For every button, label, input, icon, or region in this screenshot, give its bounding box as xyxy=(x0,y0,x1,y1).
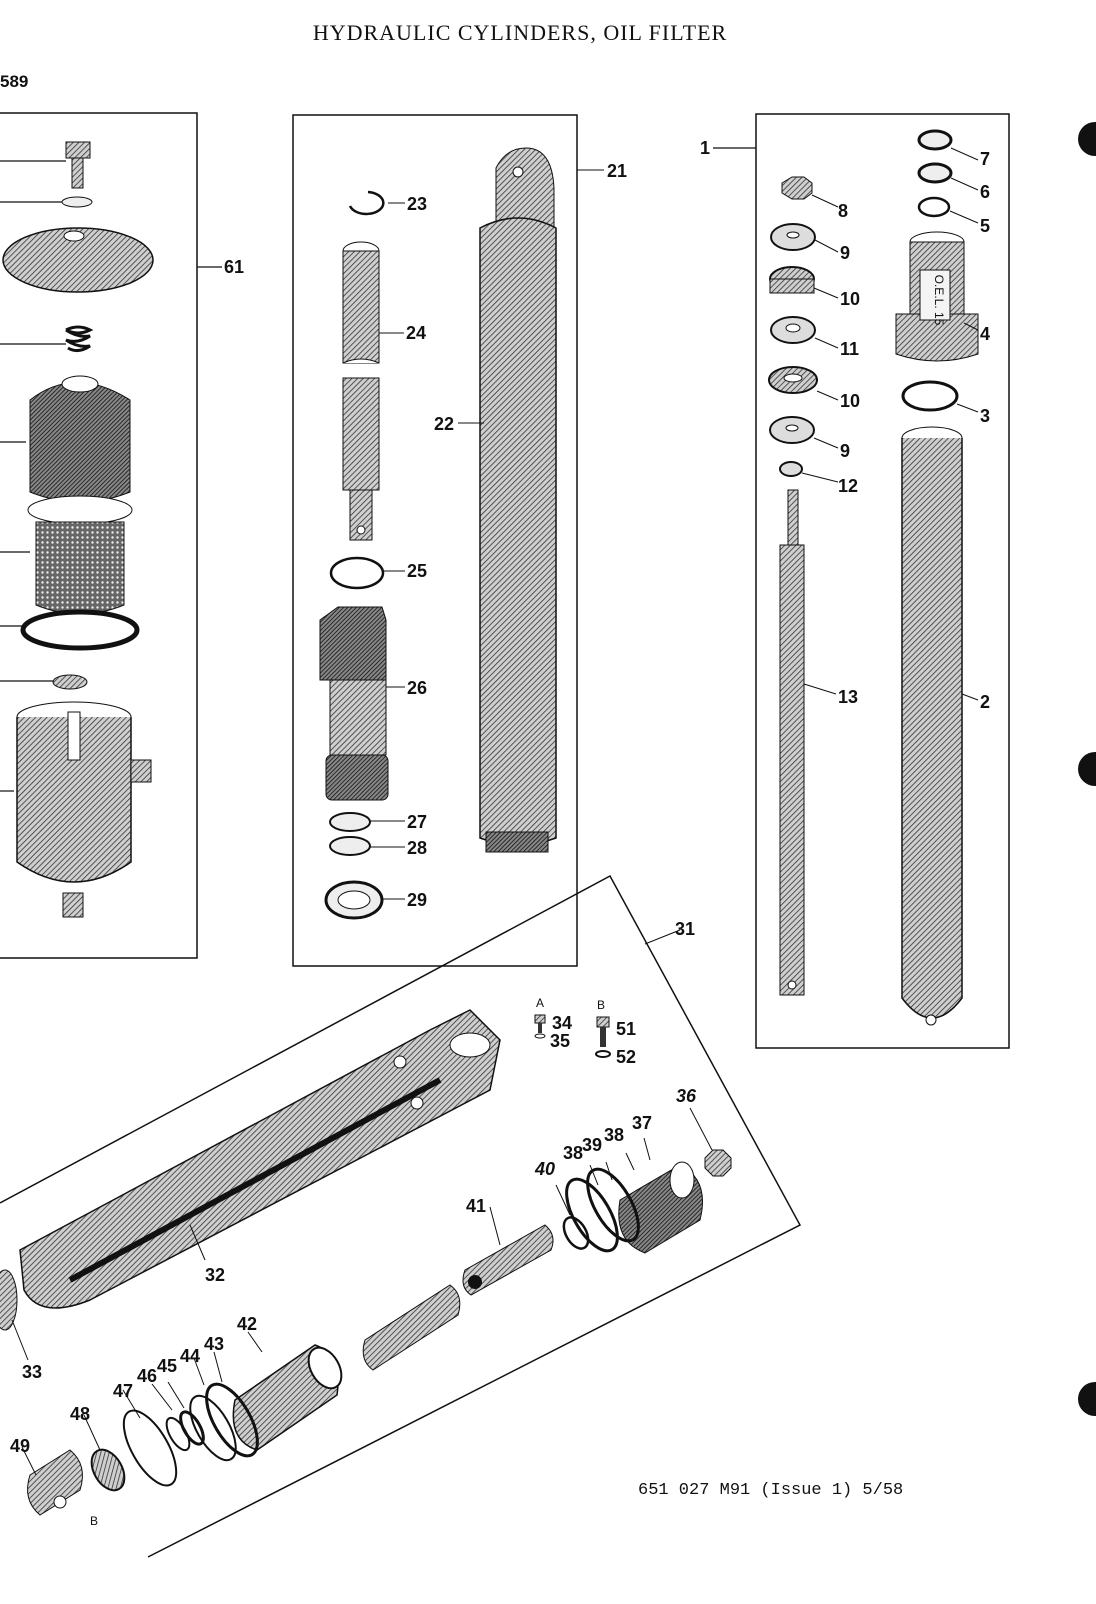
callout-61: 61 xyxy=(224,257,244,277)
callout-9-lower: 9 xyxy=(840,441,850,461)
callout-13: 13 xyxy=(838,687,858,707)
cylinder-31-panel xyxy=(0,874,802,1558)
callout-36: 36 xyxy=(676,1086,697,1106)
callout-48: 48 xyxy=(70,1404,90,1424)
callout-32: 32 xyxy=(205,1265,225,1285)
punch-hole-bottom xyxy=(1078,1382,1096,1416)
punch-hole-top xyxy=(1078,122,1096,156)
callout-26: 26 xyxy=(407,678,427,698)
callout-21: 21 xyxy=(607,161,627,181)
page-title: HYDRAULIC CYLINDERS, OIL FILTER xyxy=(312,20,728,45)
callout-2: 2 xyxy=(980,692,990,712)
callout-52: 52 xyxy=(616,1047,636,1067)
callout-24: 24 xyxy=(406,323,426,343)
callout-38-left: 38 xyxy=(563,1143,583,1163)
callout-33: 33 xyxy=(22,1362,42,1382)
callout-38-right: 38 xyxy=(604,1125,624,1145)
callout-35: 35 xyxy=(550,1031,570,1051)
page-reference: 589 xyxy=(0,72,29,91)
cylinder-21-panel xyxy=(292,114,604,967)
callout-23: 23 xyxy=(407,194,427,214)
callout-9-upper: 9 xyxy=(840,243,850,263)
callout-45: 45 xyxy=(157,1356,177,1376)
callout-37: 37 xyxy=(632,1113,652,1133)
callout-28: 28 xyxy=(407,838,427,858)
oil-filter-panel xyxy=(0,112,222,959)
callout-40: 40 xyxy=(534,1159,555,1179)
cylinder-1-panel: O.E.L. 15 xyxy=(713,113,1010,1049)
callout-5: 5 xyxy=(980,216,990,236)
callout-3: 3 xyxy=(980,406,990,426)
callout-49: 49 xyxy=(10,1436,30,1456)
callout-34: 34 xyxy=(552,1013,572,1033)
callout-6: 6 xyxy=(980,182,990,202)
callout-10-lower: 10 xyxy=(840,391,860,411)
document-reference: 651 027 M91 (Issue 1) 5/58 xyxy=(638,1481,904,1500)
callout-12: 12 xyxy=(838,476,858,496)
marker-b: B xyxy=(597,998,605,1012)
callout-31: 31 xyxy=(675,919,695,939)
callout-22: 22 xyxy=(434,414,454,434)
marker-a: A xyxy=(536,996,544,1010)
callout-11: 11 xyxy=(840,339,859,359)
callout-10-upper: 10 xyxy=(840,289,860,309)
callout-25: 25 xyxy=(407,561,427,581)
callout-46: 46 xyxy=(137,1366,157,1386)
punch-hole-middle xyxy=(1078,752,1096,786)
callout-4: 4 xyxy=(980,324,990,344)
callout-1: 1 xyxy=(700,138,710,158)
marker-b-small: B xyxy=(90,1514,98,1528)
callout-44: 44 xyxy=(180,1346,200,1366)
callout-41: 41 xyxy=(466,1196,486,1216)
callout-47: 47 xyxy=(113,1381,133,1401)
callout-39: 39 xyxy=(582,1135,602,1155)
callout-8: 8 xyxy=(838,201,848,221)
callout-51: 51 xyxy=(616,1019,636,1039)
callout-42: 42 xyxy=(237,1314,257,1334)
part-stamp: O.E.L. 15 xyxy=(932,275,946,326)
callout-29: 29 xyxy=(407,890,427,910)
callout-27: 27 xyxy=(407,812,427,832)
callout-43: 43 xyxy=(204,1334,224,1354)
callout-7: 7 xyxy=(980,149,990,169)
